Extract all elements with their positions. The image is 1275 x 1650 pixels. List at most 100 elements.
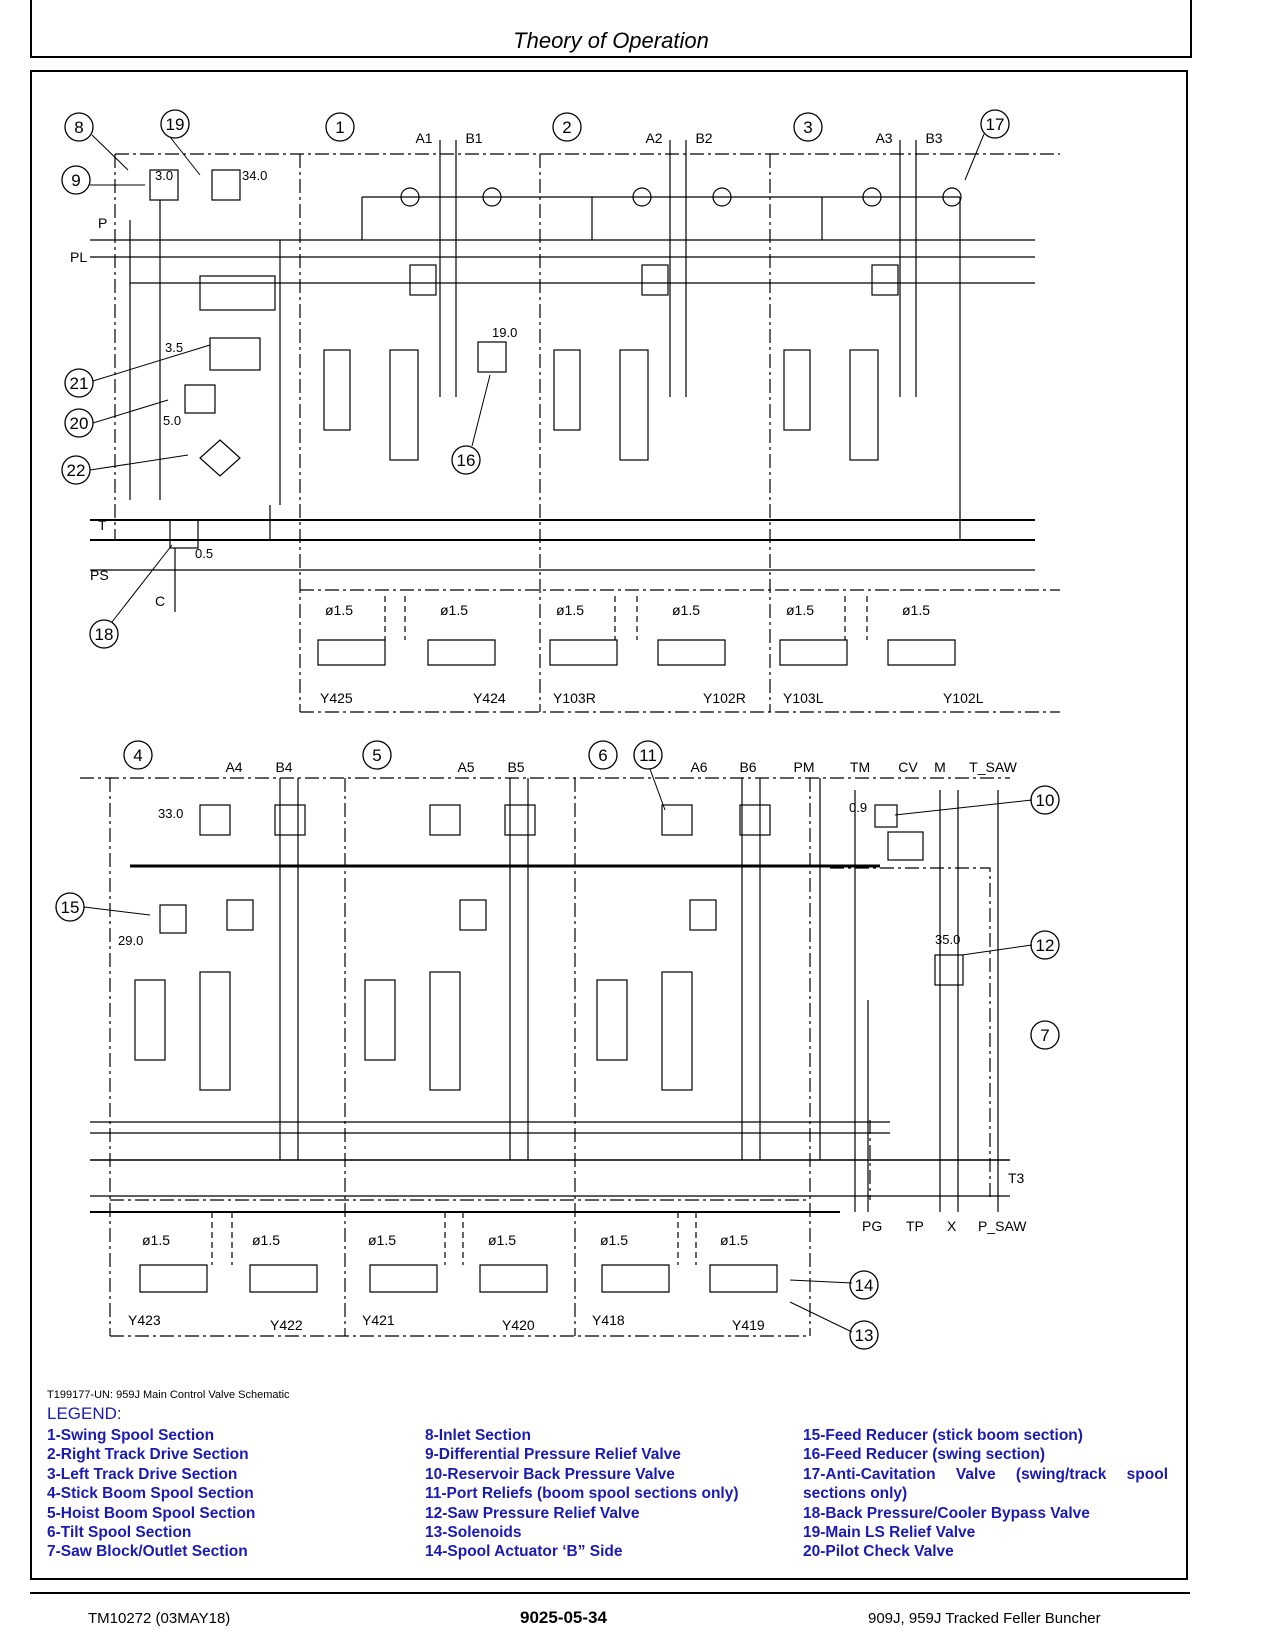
legend-item: 10-Reservoir Back Pressure Valve — [425, 1465, 675, 1483]
figure-caption: T199177-UN: 959J Main Control Valve Sche… — [47, 1389, 290, 1401]
solenoid-label: Y419 — [732, 1317, 765, 1333]
legend-item: 3-Left Track Drive Section — [47, 1465, 238, 1483]
port-label: B5 — [507, 759, 524, 775]
port-label: B2 — [695, 130, 712, 146]
callout-1: 1 — [335, 118, 344, 137]
pressure-value: 35.0 — [935, 932, 960, 947]
callout-18: 18 — [95, 625, 114, 644]
callout-16: 16 — [457, 451, 476, 470]
solenoid-label: Y102L — [943, 690, 984, 706]
callout-20: 20 — [70, 414, 89, 433]
port-label: A5 — [457, 759, 474, 775]
solenoid-label: Y421 — [362, 1312, 395, 1328]
port-label: B3 — [925, 130, 942, 146]
line-label: P_SAW — [978, 1218, 1027, 1234]
orifice-label: ø1.5 — [672, 602, 700, 618]
legend-item: 17-Anti-Cavitation Valve (swing/track sp… — [803, 1465, 1168, 1503]
orifice-label: ø1.5 — [556, 602, 584, 618]
port-label: T_SAW — [969, 759, 1017, 775]
solenoid-label: Y425 — [320, 690, 353, 706]
solenoid-label: Y103L — [783, 690, 824, 706]
orifice-label: ø1.5 — [325, 602, 353, 618]
callout-3: 3 — [803, 118, 812, 137]
solenoid-label: Y424 — [473, 690, 506, 706]
footer-product: 909J, 959J Tracked Feller Buncher — [868, 1610, 1101, 1627]
callout-7: 7 — [1040, 1026, 1049, 1045]
solenoid-label: Y423 — [128, 1312, 161, 1328]
footer-divider — [30, 1592, 1190, 1594]
legend-item: 5-Hoist Boom Spool Section — [47, 1504, 256, 1522]
line-label: PS — [90, 567, 109, 583]
legend-item: 8-Inlet Section — [425, 1427, 531, 1444]
pressure-value: 3.0 — [155, 168, 173, 183]
pressure-value: 5.0 — [163, 413, 181, 428]
legend-item: 18-Back Pressure/Cooler Bypass Valve — [803, 1504, 1090, 1522]
orifice-label: ø1.5 — [252, 1232, 280, 1248]
pressure-value: 33.0 — [158, 806, 183, 821]
legend-title: LEGEND: — [47, 1404, 122, 1423]
solenoid-label: Y422 — [270, 1317, 303, 1333]
header-frame: Theory of Operation — [30, 0, 1192, 58]
callout-4: 4 — [133, 746, 142, 765]
port-label: M — [934, 759, 946, 775]
footer-page-number: 9025-05-34 — [520, 1608, 607, 1627]
orifice-label: ø1.5 — [368, 1232, 396, 1248]
callout-22: 22 — [67, 461, 86, 480]
orifice-label: ø1.5 — [902, 602, 930, 618]
line-label: T3 — [1008, 1170, 1025, 1186]
solenoid-label: Y103R — [553, 690, 596, 706]
legend-item: 12-Saw Pressure Relief Valve — [425, 1504, 640, 1522]
line-label: P — [98, 215, 107, 231]
callout-17: 17 — [986, 115, 1005, 134]
port-label: A1 — [415, 130, 432, 146]
callout-8: 8 — [74, 118, 83, 137]
orifice-label: ø1.5 — [720, 1232, 748, 1248]
line-label: TP — [906, 1218, 924, 1234]
line-label: PG — [862, 1218, 882, 1234]
legend-item: 13-Solenoids — [425, 1524, 522, 1542]
orifice-label: ø1.5 — [488, 1232, 516, 1248]
legend-item: 6-Tilt Spool Section — [47, 1524, 192, 1542]
port-label: CV — [898, 759, 918, 775]
port-label: B1 — [465, 130, 482, 146]
port-label: A6 — [690, 759, 707, 775]
legend-item: 9-Differential Pressure Relief Valve — [425, 1446, 681, 1464]
line-label: C — [155, 593, 165, 609]
callout-14: 14 — [855, 1276, 874, 1295]
port-label: PM — [794, 759, 815, 775]
line-label: PL — [70, 249, 87, 265]
orifice-label: ø1.5 — [142, 1232, 170, 1248]
orifice-label: ø1.5 — [600, 1232, 628, 1248]
callout-19: 19 — [166, 115, 185, 134]
pressure-value: 0.9 — [849, 800, 867, 815]
figure-frame — [30, 70, 1188, 1580]
port-label: B6 — [739, 759, 756, 775]
pressure-value: 19.0 — [492, 325, 517, 340]
legend-item: 11-Port Reliefs (boom spool sections onl… — [425, 1485, 739, 1503]
solenoid-label: Y102R — [703, 690, 746, 706]
callout-10: 10 — [1036, 791, 1055, 810]
pressure-value: 29.0 — [118, 933, 143, 948]
port-label: A4 — [225, 759, 242, 775]
legend-column-2: 8-Inlet Section 9-Differential Pressure … — [425, 1426, 739, 1562]
line-label: X — [947, 1218, 957, 1234]
pressure-value: 34.0 — [242, 168, 267, 183]
callout-13: 13 — [855, 1326, 874, 1345]
footer-doc-id: TM10272 (03MAY18) — [88, 1610, 231, 1627]
callout-5: 5 — [372, 746, 381, 765]
callout-11: 11 — [639, 746, 657, 765]
port-label: B4 — [275, 759, 292, 775]
legend-item: 2-Right Track Drive Section — [47, 1446, 249, 1464]
port-label: A3 — [875, 130, 892, 146]
callout-12: 12 — [1036, 936, 1055, 955]
line-label: T — [98, 517, 107, 533]
callout-15: 15 — [61, 898, 80, 917]
callout-2: 2 — [562, 118, 571, 137]
legend-item: 19-Main LS Relief Valve — [803, 1524, 976, 1542]
callout-21: 21 — [70, 374, 89, 393]
legend-item: 20-Pilot Check Valve — [803, 1543, 954, 1561]
callout-6: 6 — [598, 746, 607, 765]
pressure-value: 3.5 — [165, 340, 183, 355]
legend-column-3: 15-Feed Reducer (stick boom section) 16-… — [803, 1426, 1168, 1562]
solenoid-label: Y420 — [502, 1317, 535, 1333]
